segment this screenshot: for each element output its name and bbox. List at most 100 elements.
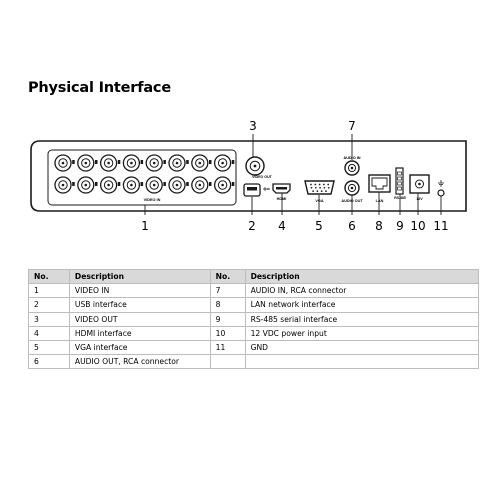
bnc-connector-ring — [58, 158, 68, 168]
bnc-connector-ring — [195, 180, 205, 190]
power-input-icon — [409, 174, 430, 194]
callout-number: 1 — [141, 219, 149, 233]
port-number-mark — [231, 160, 235, 164]
vga-pin — [325, 190, 327, 192]
video-in-label: VIDEO IN — [144, 198, 161, 202]
cell-description: GND — [244, 339, 480, 356]
table-row: 3 VIDEO OUT 9 RS-485 serial interface — [28, 311, 480, 327]
cell-description: LAN network interface — [244, 297, 480, 313]
lan-port-socket — [371, 177, 388, 190]
bnc-connector-pin — [61, 183, 65, 187]
rs485-terminal-slot — [397, 186, 402, 191]
callout-number: 10 — [410, 219, 425, 233]
bnc-connector-pin — [152, 183, 156, 187]
table-row: 5 VGA interface 11 GND — [28, 339, 480, 356]
vga-port-icon — [304, 180, 335, 195]
vga-pin — [310, 186, 313, 189]
table-row: 2 USB interface 8 LAN network interface — [28, 297, 480, 313]
port-number-mark — [95, 182, 98, 186]
cell-no: 4 — [28, 325, 70, 341]
cell-description: 12 VDC power input — [244, 325, 480, 341]
bnc-connector-ring — [81, 158, 91, 168]
port-number-mark — [95, 160, 98, 164]
bnc-connector-ring — [103, 180, 114, 190]
rca-ring — [347, 183, 357, 193]
vga-pin — [320, 190, 323, 192]
cell-no: 8 — [209, 297, 246, 313]
vga-pin — [327, 186, 330, 189]
vga-pin — [316, 190, 319, 192]
vga-pin — [319, 186, 321, 189]
callout-number: 11 — [433, 219, 448, 233]
lan-port-icon — [368, 174, 391, 193]
cell-description — [244, 354, 480, 370]
power-label: 12V — [416, 197, 423, 201]
cell-description: VIDEO OUT — [68, 311, 211, 327]
cell-no: 11 — [209, 339, 246, 356]
header-no: No. — [28, 268, 70, 285]
bnc-connector-ring — [195, 158, 205, 168]
video-out-label: VIDEO OUT — [252, 175, 273, 179]
callout-number: 6 — [348, 219, 356, 233]
lan-label: LAN — [376, 199, 384, 203]
bnc-connector-pin — [61, 161, 65, 165]
vga-label: VGA — [315, 199, 323, 203]
port-number-mark — [72, 160, 75, 164]
vga-pin — [327, 183, 330, 186]
table-row: 4 HDMI interface 10 12 VDC power input — [28, 325, 480, 341]
vga-pin — [314, 186, 317, 189]
port-number-mark — [72, 182, 75, 186]
port-number-mark — [186, 182, 189, 186]
bnc-connector-ring — [81, 180, 91, 190]
bnc-connector-pin — [221, 183, 224, 187]
bnc-connector-ring — [149, 158, 159, 168]
rca-ring — [347, 163, 357, 173]
hdmi-port-icon — [272, 183, 291, 194]
video-in-bay — [47, 149, 237, 206]
callout-number: 2 — [248, 219, 256, 233]
bnc-connector-pin — [107, 161, 110, 165]
bnc-connector-pin — [175, 183, 179, 187]
cell-no: 5 — [28, 339, 70, 356]
rca-pin — [350, 186, 354, 190]
usb-port-icon — [243, 183, 261, 197]
vga-pin — [314, 183, 317, 186]
rs485-terminal-icon — [395, 167, 404, 195]
hdmi-label: HDMI — [277, 197, 287, 201]
table-row: 6 AUDIO OUT, RCA connector — [28, 354, 480, 370]
usb-symbol-icon — [263, 187, 270, 191]
rca-pin — [350, 166, 354, 170]
vga-pin — [318, 183, 321, 186]
video-out-ring — [249, 160, 261, 172]
bnc-connector-pin — [152, 161, 156, 165]
cell-description: USB interface — [68, 297, 211, 313]
callout-number: 7 — [348, 119, 356, 133]
header-description: Description — [68, 268, 211, 285]
cell-description: VGA interface — [68, 339, 211, 356]
rs485-terminal-slot — [397, 171, 402, 176]
gnd-terminal-icon — [437, 189, 445, 197]
bnc-connector-ring — [58, 180, 68, 190]
cell-no: 1 — [28, 283, 70, 299]
port-number-mark — [140, 160, 144, 164]
bnc-connector-ring — [103, 158, 114, 168]
bnc-connector-ring — [172, 180, 182, 190]
cell-description: VIDEO IN — [68, 283, 211, 299]
bnc-connector-pin — [84, 183, 88, 187]
port-number-mark — [209, 182, 212, 186]
port-number-mark — [140, 182, 144, 186]
page-title: Physical Interface — [28, 80, 171, 96]
cell-no: 9 — [209, 311, 246, 327]
cell-description: HDMI interface — [68, 325, 211, 341]
table-row: 1 VIDEO IN 7 AUDIO IN, RCA connector — [28, 283, 480, 299]
rs485-terminal-slot — [397, 181, 402, 186]
cell-no: 6 — [28, 354, 70, 370]
port-number-mark — [163, 182, 166, 186]
port-number-mark — [117, 182, 121, 186]
chassis-outline — [30, 140, 467, 212]
callout-number: 5 — [315, 219, 323, 233]
cell-no: 3 — [28, 311, 70, 327]
power-jack-ring — [415, 179, 424, 189]
